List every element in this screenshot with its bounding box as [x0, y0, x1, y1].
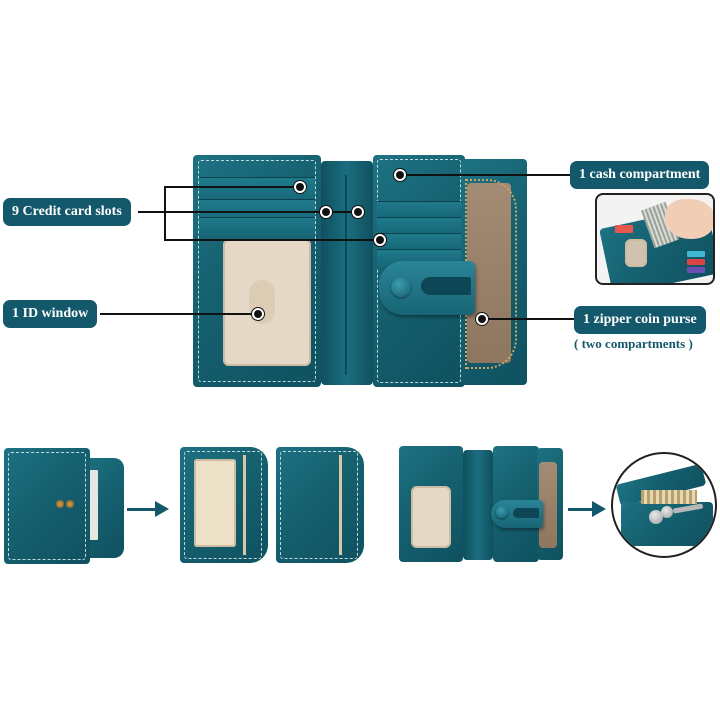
strap-slot [421, 277, 471, 295]
inset-card [687, 267, 705, 273]
leader-line [164, 186, 300, 188]
inset-hand [665, 199, 713, 239]
marker-dot [374, 234, 386, 246]
leader-line [482, 318, 574, 320]
closed-wallet-image [4, 448, 124, 564]
small-id-window [411, 486, 451, 548]
small-snap-button [496, 506, 508, 518]
card-holder-back-stitching [280, 451, 358, 559]
marker-dot [294, 181, 306, 193]
leader-line [400, 174, 572, 176]
card-slot [377, 217, 461, 237]
card-holder-slot-line [243, 455, 246, 555]
cash-compartment-inset-photo [595, 193, 715, 285]
card-holder-front-image [180, 447, 268, 563]
card-slot [199, 217, 315, 239]
inset-card [687, 259, 705, 265]
leader-line [164, 211, 358, 213]
card-holder-front-stitching [184, 451, 262, 559]
label-two-compartments: ( two compartments ) [574, 336, 693, 351]
card-slot [377, 233, 461, 253]
marker-dot [394, 169, 406, 181]
main-wallet-image [193, 155, 527, 387]
inset-id-window [625, 239, 647, 267]
card-holder-slot-line [339, 455, 342, 555]
coin [649, 510, 663, 524]
label-zipper-coin-purse: 1 zipper coin purse [574, 306, 706, 334]
middle-card-slots [321, 161, 373, 385]
middle-divider [345, 175, 347, 375]
arrow-right-icon [568, 508, 594, 511]
label-id-window: 1 ID window [3, 300, 98, 328]
leader-line [164, 239, 380, 241]
inset-card [615, 225, 633, 233]
card-holder-id-window [194, 459, 236, 547]
arrow-right-icon [127, 508, 157, 511]
card-holder-back-image [276, 447, 364, 563]
marker-dot [320, 206, 332, 218]
leader-line [138, 211, 166, 213]
small-strap-slot [513, 508, 539, 518]
opened-wallet-small-image [399, 446, 563, 562]
card-slot [377, 201, 461, 221]
closed-wallet-stitching [8, 452, 86, 560]
arrow-right-icon [592, 501, 606, 517]
circle-cash [641, 490, 697, 504]
rivet [56, 500, 64, 508]
leader-line [164, 186, 166, 240]
small-middle [463, 450, 493, 560]
snap-button [391, 277, 411, 297]
rivet [66, 500, 74, 508]
arrow-right-icon [155, 501, 169, 517]
marker-dot [352, 206, 364, 218]
leader-line [100, 313, 258, 315]
label-cash-compartment: 1 cash compartment [570, 161, 710, 189]
closed-wallet-body [4, 448, 90, 564]
inset-card [687, 251, 705, 257]
marker-dot [476, 313, 488, 325]
label-credit-card-slots: 9 Credit card slots [3, 198, 131, 226]
coin [661, 506, 673, 518]
left-panel-stitching [198, 160, 316, 382]
coin-purse-detail-circle [611, 452, 717, 558]
marker-dot [252, 308, 264, 320]
small-purse-lining [539, 462, 557, 548]
card-holder-back [276, 447, 364, 563]
